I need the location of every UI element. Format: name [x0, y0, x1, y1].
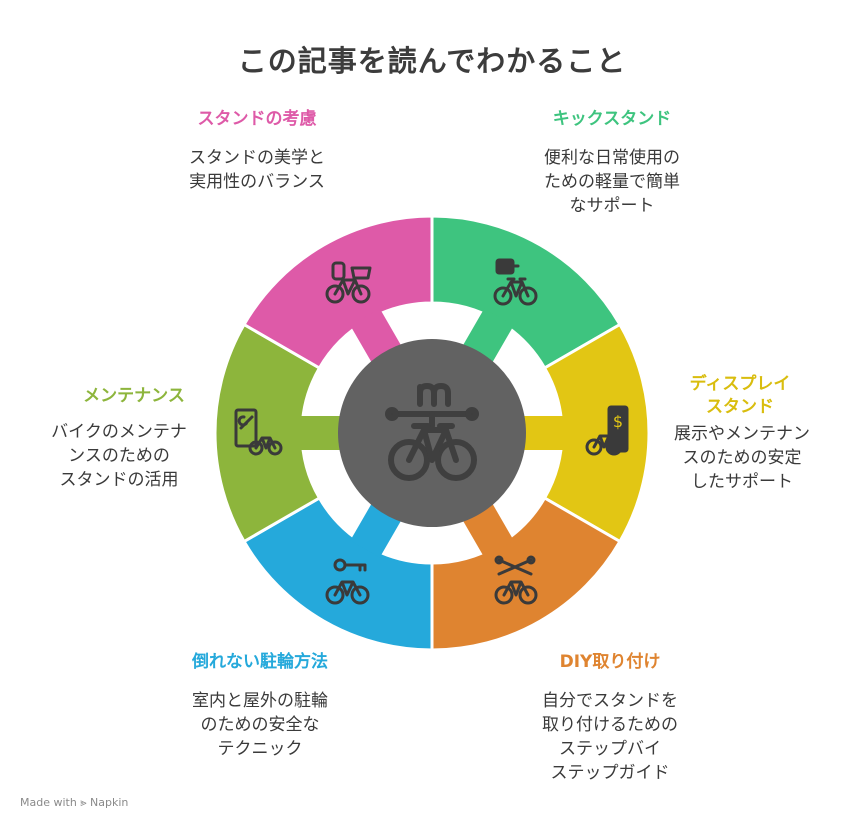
segment-consideration	[242, 214, 434, 371]
aesthetic-bike-icon	[325, 261, 372, 304]
bike-stand-center-icon	[385, 383, 479, 481]
segment-desc-maintenance: バイクのメンテナ ンスのための スタンドの活用	[51, 422, 187, 490]
wrench-bike-icon	[494, 555, 538, 605]
segment-desc-diy: 自分でスタンドを 取り付けるための ステップバイ ステップガイド	[542, 691, 678, 783]
connector-parking	[350, 500, 403, 558]
segment-desc-kickstand: 便利な日常使用の ための軽量で簡単 なサポート	[544, 148, 680, 216]
napkin-credit: Made with ⪢ Napkin	[20, 796, 129, 809]
key-bike-icon	[325, 558, 370, 605]
segment-desc-parking: 室内と屋外の駐輪 のための安全な テクニック	[192, 691, 328, 759]
segment-label-diy: DIY取り付け	[559, 652, 661, 672]
segment-desc-consideration: スタンドの美学と 実用性のバランス	[189, 148, 325, 192]
segment-desc-display-stand: 展示やメンテナン スのための安定 したサポート	[674, 424, 810, 492]
kickstand-bike-icon	[493, 258, 538, 306]
connector-diy	[461, 500, 514, 558]
segment-label-kickstand: キックスタンド	[552, 109, 672, 129]
connector-consideration	[350, 308, 403, 366]
segment-label-parking: 倒れない駐輪方法	[192, 652, 328, 672]
segment-label-display-stand: ディスプレイ スタンド	[689, 374, 791, 417]
segment-label-maintenance: メンテナンス	[83, 386, 185, 406]
page-title: この記事を読んでわかること	[237, 44, 627, 78]
segment-label-consideration: スタンドの考慮	[197, 109, 317, 129]
maintenance-bike-icon	[234, 408, 283, 456]
display-stand-bike-icon: $	[585, 405, 629, 456]
connector-kickstand	[461, 308, 514, 366]
svg-text:$: $	[613, 412, 623, 431]
connectors-group	[298, 308, 566, 558]
